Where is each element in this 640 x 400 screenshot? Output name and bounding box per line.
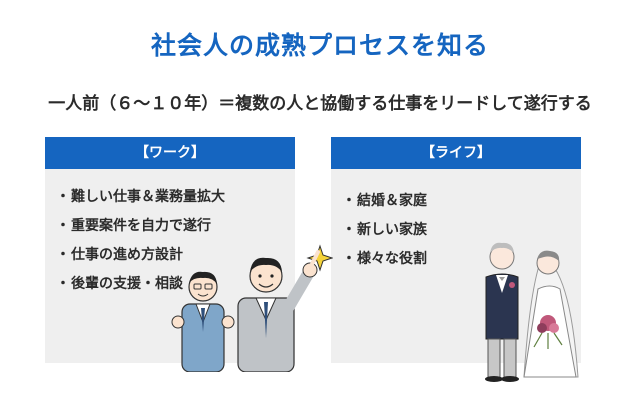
work-item: ・後輩の支援・相談	[55, 270, 295, 299]
bullet: ・	[56, 189, 70, 205]
life-panel: 【ライフ】 ・結婚＆家庭 ・新しい家族 ・様々な役割	[331, 137, 581, 363]
work-item: ・重要案件を自力で遂行	[55, 212, 295, 241]
wedding-couple-illustration	[485, 242, 579, 382]
cheering-man-figure	[171, 271, 235, 372]
life-item-label: 様々な役割	[357, 251, 427, 267]
work-item: ・難しい仕事＆業務量拡大	[55, 183, 295, 212]
work-item-list: ・難しい仕事＆業務量拡大 ・重要案件を自力で遂行 ・仕事の進め方設計 ・後輩の支…	[45, 169, 295, 299]
bullet: ・	[56, 276, 70, 292]
life-item-label: 結婚＆家庭	[357, 193, 427, 209]
bullet: ・	[56, 218, 70, 234]
life-item-label: 新しい家族	[357, 222, 427, 238]
work-panel: 【ワーク】 ・難しい仕事＆業務量拡大 ・重要案件を自力で遂行 ・仕事の進め方設計…	[45, 137, 295, 363]
life-item: ・結婚＆家庭	[341, 187, 581, 216]
bride-figure	[523, 250, 579, 378]
bullet: ・	[342, 251, 356, 267]
groom-figure	[485, 242, 519, 382]
life-item: ・新しい家族	[341, 216, 581, 245]
life-panel-header: 【ライフ】	[331, 137, 581, 169]
work-item-label: 難しい仕事＆業務量拡大	[71, 189, 225, 205]
bullet: ・	[342, 222, 356, 238]
work-item-label: 重要案件を自力で遂行	[71, 218, 211, 234]
life-item-list: ・結婚＆家庭 ・新しい家族 ・様々な役割	[331, 169, 581, 274]
bullet: ・	[56, 247, 70, 263]
work-panel-header: 【ワーク】	[45, 137, 295, 169]
businessmen-illustration	[171, 244, 333, 372]
pointing-man-figure	[237, 250, 320, 372]
page-title: 社会人の成熟プロセスを知る	[150, 31, 489, 60]
work-item: ・仕事の進め方設計	[55, 241, 295, 270]
work-item-label: 仕事の進め方設計	[71, 247, 183, 263]
page-subtitle: 一人前（６〜１０年）＝複数の人と協働する仕事をリードして遂行する	[48, 94, 592, 114]
bullet: ・	[342, 193, 356, 209]
work-item-label: 後輩の支援・相談	[71, 276, 183, 292]
life-item: ・様々な役割	[341, 245, 581, 274]
